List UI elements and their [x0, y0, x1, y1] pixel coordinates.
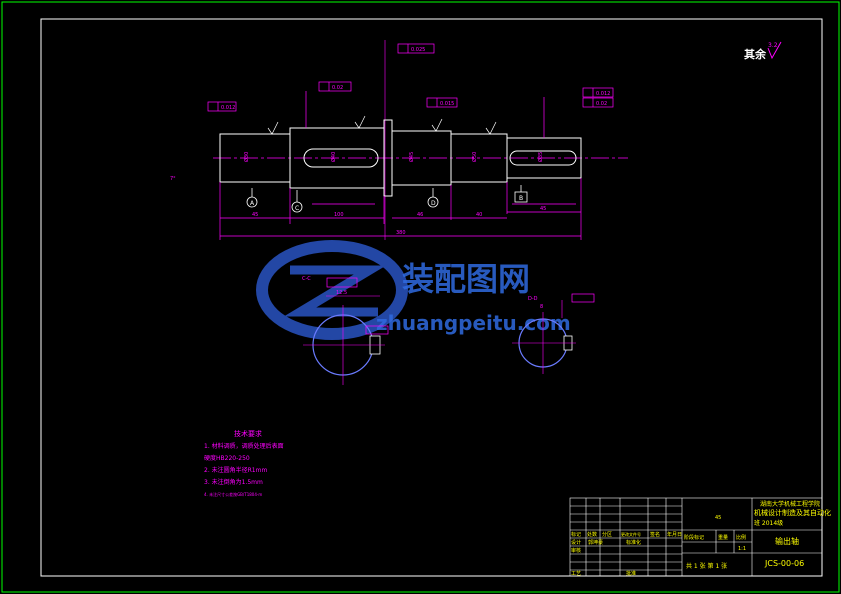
length-dimensions: 45 100 46 40 45 380 7° — [170, 176, 546, 236]
tol-3: 0.025 — [411, 47, 425, 53]
role-process: 工艺 — [571, 571, 581, 577]
roughness-symbol-icon — [767, 41, 782, 60]
row-signature: 签名 — [650, 531, 660, 538]
dim-len3: 46 — [417, 212, 423, 218]
keyway-left — [303, 148, 379, 168]
row-count: 处数 — [587, 531, 597, 538]
dim-len1: 45 — [252, 212, 258, 218]
tol-5: 0.012 — [596, 91, 610, 97]
dim-d7: Ø35 — [537, 152, 544, 162]
section-d-view — [512, 293, 595, 374]
designer-name: 郭坤豪 — [588, 539, 603, 546]
row-mark: 标记 — [571, 531, 581, 538]
dim-len4: 40 — [476, 212, 482, 218]
tech-req-item-5: 4. 未注尺寸公差按GB/T1804-m — [204, 491, 262, 497]
roughness-note: 其余 — [744, 47, 767, 61]
dim-d4: Ø50 — [471, 152, 478, 162]
datum-labels: A B C D — [250, 195, 523, 212]
watermark-logo-icon — [256, 240, 408, 340]
school-line-3: 班 2014级 — [754, 519, 783, 527]
roughness-value: 3.2 — [768, 42, 778, 49]
tolerance-values: 0.012 0.02 0.025 0.015 0.012 0.02 — [221, 47, 610, 111]
datum-a: A — [250, 200, 255, 207]
scale-label: 比例 — [736, 534, 746, 541]
school-line-2: 机械设计制造及其自动化 — [754, 508, 831, 517]
tech-req-item-2: 硬度HB220-250 — [204, 454, 250, 462]
row-date: 年月日 — [667, 531, 682, 538]
tech-req-item-4: 3. 未注倒角为1.5mm — [204, 478, 263, 486]
section-c-view — [303, 277, 389, 385]
section-d-width: 8 — [540, 304, 543, 310]
tol-2: 0.02 — [332, 85, 343, 91]
sheet-text: 共 1 张 第 1 张 — [686, 562, 727, 570]
surface-roughness-icons — [267, 115, 497, 135]
mark-value: 45 — [715, 515, 721, 521]
role-approve: 批准 — [626, 570, 636, 577]
row-change-file: 更改文件号 — [621, 531, 641, 537]
part-name: 输出轴 — [775, 536, 799, 546]
length-dimension-lines — [219, 178, 582, 240]
role-design: 设计 — [571, 539, 581, 546]
datum-c: C — [295, 205, 299, 212]
drawing-number: JCS-00-06 — [764, 559, 804, 568]
watermark-url: zhuangpeitu.com — [376, 311, 571, 335]
tolerance-frames — [207, 43, 614, 138]
dim-total: 380 — [396, 230, 406, 236]
school-line-1: 湖南大学机械工程学院 — [760, 500, 820, 508]
dim-d2: Ø40 — [330, 152, 337, 162]
datum-b: B — [519, 195, 523, 202]
role-standard: 标准化 — [626, 539, 641, 546]
weight-label: 重量 — [718, 534, 728, 541]
tol-4: 0.015 — [440, 101, 454, 107]
tol-6: 0.02 — [596, 101, 607, 107]
datum-markers — [246, 185, 528, 213]
tol-1: 0.012 — [221, 105, 235, 111]
dim-len5: 45 — [540, 206, 546, 212]
section-c-label: C-C — [302, 276, 311, 282]
title-block-text: 湖南大学机械工程学院 机械设计制造及其自动化 班 2014级 输出轴 JCS-0… — [571, 500, 831, 577]
shaft-outline — [219, 119, 582, 197]
title-block — [569, 497, 823, 577]
keyway-right — [509, 150, 577, 166]
datum-d: D — [431, 200, 436, 207]
role-review: 审核 — [571, 547, 581, 554]
dim-d3: Ø45 — [408, 152, 415, 162]
inner-frame — [40, 18, 823, 577]
dim-slope: 7° — [170, 176, 176, 182]
tech-req-item-3: 2. 未注圆角半径R1mm — [204, 466, 267, 474]
watermark-brand: 装配图网 — [402, 260, 530, 298]
tech-req-item-1: 1. 材料调质，调质处理后表面 — [204, 442, 284, 450]
section-d-label: D-D — [528, 296, 538, 302]
section-c-width: 12.5 — [336, 290, 347, 296]
row-zone: 分区 — [602, 531, 612, 538]
scale-value: 1:1 — [738, 546, 746, 552]
dim-len2: 100 — [334, 212, 344, 218]
technical-requirements: 技术要求 1. 材料调质，调质处理后表面 硬度HB220-250 2. 未注圆角… — [204, 429, 284, 497]
tech-req-title: 技术要求 — [234, 429, 262, 438]
dim-d1: Ø30 — [243, 152, 250, 162]
stage-label: 阶段标记 — [684, 534, 704, 541]
diameter-dimensions: Ø30 Ø40 Ø45 Ø50 Ø35 — [243, 152, 544, 162]
